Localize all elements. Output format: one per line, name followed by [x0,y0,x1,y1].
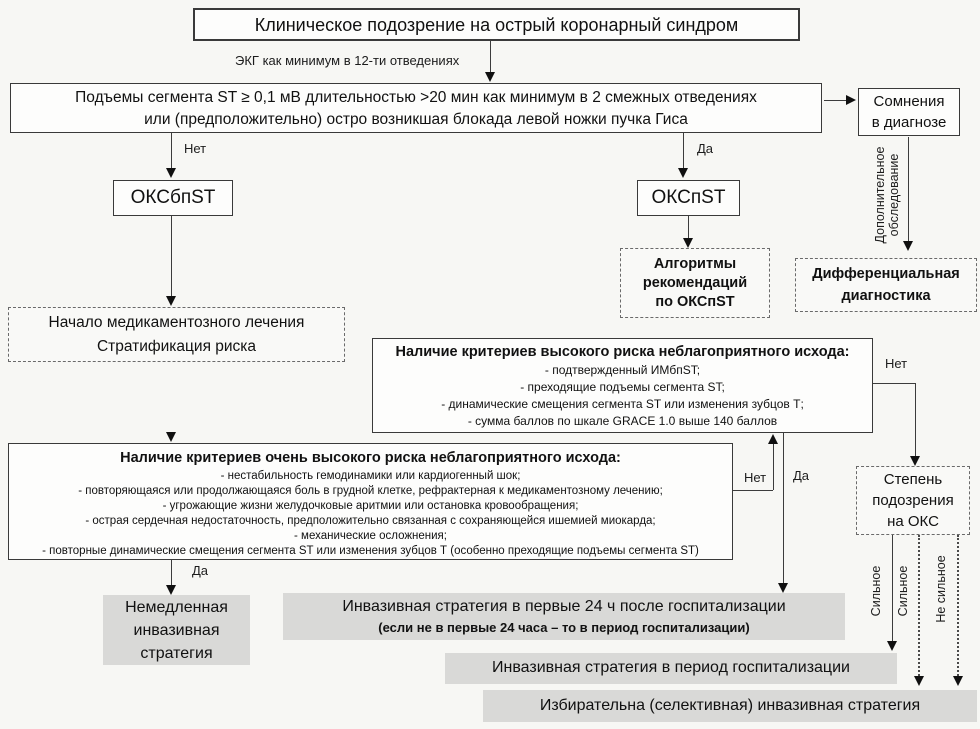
arrow-st-no [171,133,172,168]
node-clinical-suspicion-text: Клиническое подозрение на острый коронар… [254,15,739,35]
node-algorithms-line2: рекомендаций [642,275,748,291]
node-immediate-line3: стратегия [140,645,213,662]
node-invasive-24h-line1: Инвазивная стратегия в первые 24 ч после… [342,598,786,615]
node-immediate-strategy: Немедленная инвазивная стратегия [103,595,250,665]
node-differential-line2: диагностика [841,288,931,304]
node-doubt-line2: в диагнозе [871,114,947,131]
edge-label-no-st: Нет [184,141,207,156]
node-very-high-risk-item: - механические осложнения; [294,530,447,542]
arrow-okspst-to-algorithms [688,216,689,238]
node-very-high-risk-item: - повторяющаяся или продолжающаяся боль … [78,485,663,497]
arrowhead-degree-strong-solid [887,641,897,651]
node-suspicion-degree-line3: на ОКС [887,513,939,530]
edge-degree-strong-dotted [918,535,920,676]
node-clinical-suspicion: Клиническое подозрение на острый коронар… [193,8,800,41]
edge-veryhigh-no-v [773,444,774,490]
edge-highrisk-no-h [873,383,915,384]
edge-label-strong-1: Сильное [869,565,883,617]
edge-veryhigh-no-h [733,490,773,491]
node-high-risk-title: Наличие критериев высокого риска неблаго… [395,344,850,360]
node-st-elevation: Подъемы сегмента ST ≥ 0,1 мВ длительност… [10,83,822,133]
node-high-risk-item: - сумма баллов по шкале GRACE 1.0 выше 1… [467,414,778,428]
node-okspst-text: ОКСпST [651,187,726,208]
edge-degree-notstrong-dotted [957,535,959,676]
node-st-elevation-line2: или (предположительно) остро возникшая б… [144,111,688,128]
node-algorithms-okspst: Алгоритмы рекомендаций по ОКСпST [620,248,770,318]
node-selective-strategy: Избирательна (селективная) инвазивная ст… [483,690,977,722]
arrow-oksbpst-to-treatment [171,216,172,296]
node-selective-strategy-text: Избирательна (селективная) инвазивная ст… [539,697,921,714]
node-suspicion-degree-line2: подозрения [872,492,954,509]
edge-label-yes-st: Да [697,141,714,156]
node-initial-treatment-line1: Начало медикаментозного лечения [48,314,305,331]
node-doubt-in-diagnosis: Сомнения в диагнозе [858,88,960,136]
node-invasive-hospital-text: Инвазивная стратегия в период госпитализ… [492,659,850,676]
node-high-risk-criteria: Наличие критериев высокого риска неблаго… [372,338,873,433]
arrowhead-doubt-to-differential [903,241,913,251]
arrowhead-highrisk-yes [778,583,788,593]
arrowhead-st-yes [678,168,688,178]
node-very-high-risk-item: - острая сердечная недостаточность, пред… [85,515,656,527]
edge-label-additional-exam: Дополнительное обследование [873,147,901,244]
node-immediate-line1: Немедленная [125,599,228,616]
node-very-high-risk-item: - повторные динамические смещения сегмен… [42,545,699,557]
arrow-suspicion-to-st [490,41,491,73]
arrow-st-yes [683,133,684,168]
node-differential-diagnosis: Дифференциальная диагностика [795,258,977,312]
edge-highrisk-yes-v [783,433,784,583]
node-invasive-hospital: Инвазивная стратегия в период госпитализ… [445,653,897,684]
node-suspicion-degree: Степень подозрения на ОКС [856,466,970,535]
arrowhead-veryhigh-yes [166,585,176,595]
node-suspicion-degree-line1: Степень [883,471,943,488]
node-very-high-risk-title: Наличие критериев очень высокого риска н… [120,450,621,466]
edge-label-yes-highrisk: Да [793,468,810,483]
node-okspst: ОКСпST [637,180,740,216]
arrowhead-st-no [166,168,176,178]
node-very-high-risk-criteria: Наличие критериев очень высокого риска н… [8,443,733,560]
arrowhead-degree-strong-dotted [914,676,924,686]
edge-label-additional-exam-line1: Дополнительное [873,146,887,244]
node-invasive-24h-line2: (если не в первые 24 часа – то в период … [378,620,750,635]
arrowhead-okspst-to-algorithms [683,238,693,248]
node-oksbpst-text: ОКСбпST [130,187,216,208]
node-oksbpst: ОКСбпST [113,180,233,216]
edge-label-not-strong: Не сильное [934,555,948,623]
arrowhead-st-to-doubt [846,95,856,105]
arrowhead-degree-notstrong-dotted [953,676,963,686]
arrowhead-highrisk-no [910,456,920,466]
node-initial-treatment: Начало медикаментозного лечения Стратифи… [8,307,345,362]
edge-veryhigh-yes-v [171,560,172,585]
node-high-risk-item: - подтвержденный ИМбпST; [544,363,701,377]
arrowhead-suspicion-to-st [485,72,495,82]
node-doubt-line1: Сомнения [873,93,945,110]
node-high-risk-item: - динамические смещения сегмента ST или … [441,397,804,411]
edge-degree-strong-solid [892,535,893,641]
edge-label-ecg: ЭКГ как минимум в 12-ти отведениях [235,53,460,68]
node-algorithms-line3: по ОКСпST [655,294,735,310]
node-very-high-risk-item: - угрожающие жизни желудочковые аритмии … [162,500,579,512]
arrowhead-treatment-to-veryhigh [166,432,176,442]
edge-label-additional-exam-line2: обследование [887,153,901,237]
node-initial-treatment-line2: Стратификация риска [96,338,257,355]
arrow-doubt-to-differential [908,137,909,241]
arrowhead-oksbpst-to-treatment [166,296,176,306]
node-st-elevation-line1: Подъемы сегмента ST ≥ 0,1 мВ длительност… [75,89,757,106]
node-invasive-24h: Инвазивная стратегия в первые 24 ч после… [283,593,845,640]
arrowhead-veryhigh-no [768,434,778,444]
node-very-high-risk-item: - нестабильность гемодинамики или кардио… [220,470,521,482]
node-immediate-line2: инвазивная [133,622,220,639]
edge-label-no-veryhigh: Нет [744,470,767,485]
node-differential-line1: Дифференциальная [812,266,960,282]
edge-highrisk-no-v [915,383,916,456]
edge-label-yes-veryhigh: Да [192,563,209,578]
edge-label-no-highrisk: Нет [885,356,908,371]
node-high-risk-item: - преходящие подъемы сегмента ST; [520,380,725,394]
node-algorithms-line1: Алгоритмы [653,256,737,272]
arrow-st-to-doubt [824,100,846,101]
edge-label-strong-2: Сильное [896,565,910,617]
